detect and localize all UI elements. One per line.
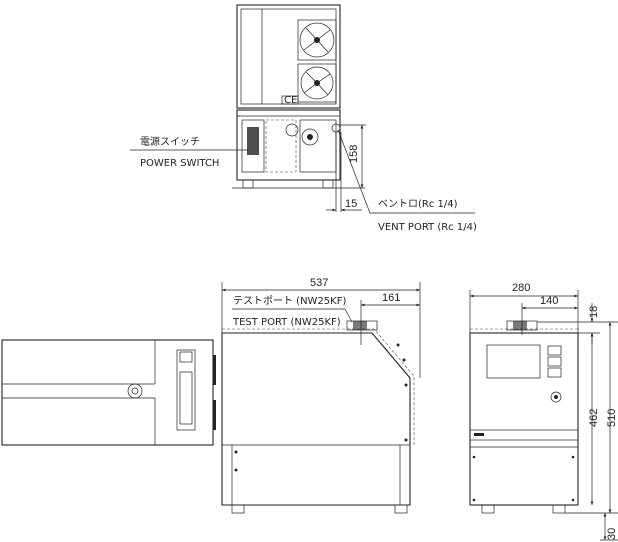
dim-158: 158 [348, 145, 360, 163]
ce-mark: CE [284, 95, 297, 106]
dim-537: 537 [310, 277, 328, 289]
front-view [469, 320, 579, 514]
top-view [1, 339, 216, 446]
dim-161: 161 [382, 292, 400, 304]
vent-port-label-jp: ベントロ(Rc 1/4) [378, 198, 458, 210]
display-panel [486, 344, 541, 379]
test-port-label-en: TEST PORT (NW25KF) [232, 317, 341, 328]
dim-462: 462 [588, 409, 600, 427]
power-switch-icon [247, 127, 259, 155]
dim-510: 510 [606, 409, 618, 427]
dim-280: 280 [512, 282, 530, 294]
power-switch-label-jp: 電源スイッチ [140, 135, 200, 148]
power-switch-label-en: POWER SWITCH [140, 158, 219, 169]
dim-18: 18 [588, 306, 600, 318]
dim-140: 140 [540, 295, 558, 307]
fan-icon [297, 19, 337, 61]
power-button-icon [550, 391, 562, 403]
test-port-label-jp: テストポート (NW25KF) [233, 295, 346, 307]
rear-view: CE [232, 4, 365, 189]
side-view [221, 320, 415, 514]
fan-icon [297, 63, 337, 103]
dim-30: 30 [606, 528, 618, 540]
vent-port-label-en: VENT PORT (Rc 1/4) [378, 222, 477, 233]
dim-15: 15 [345, 198, 357, 210]
